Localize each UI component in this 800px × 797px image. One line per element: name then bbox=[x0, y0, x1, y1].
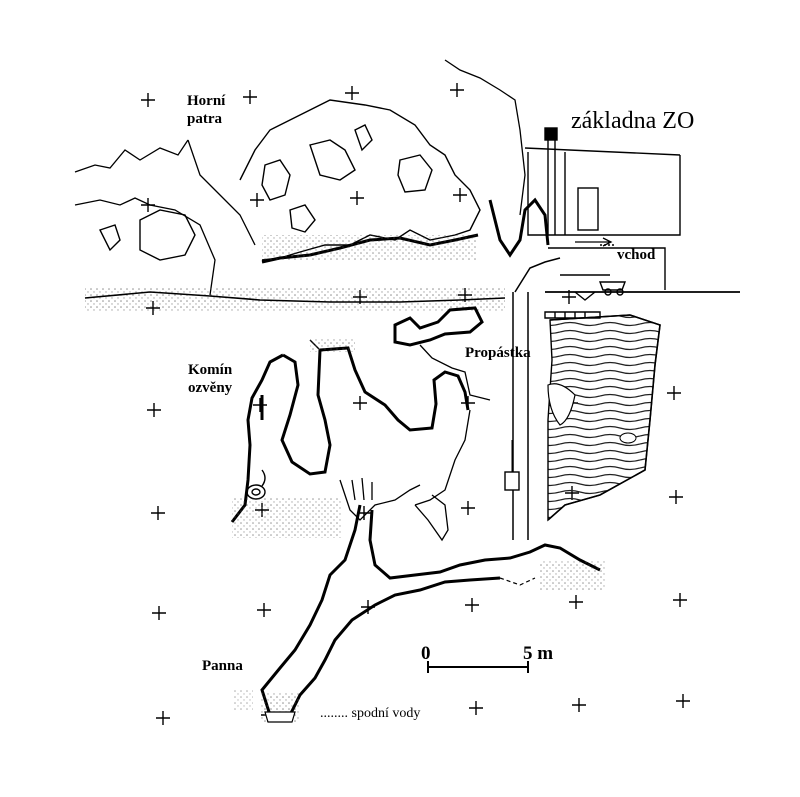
label-panna: Panna bbox=[202, 658, 243, 674]
grid-cross bbox=[453, 188, 467, 202]
scale-bar bbox=[427, 661, 529, 673]
base-station-building bbox=[524, 127, 681, 296]
grid-cross bbox=[243, 90, 257, 104]
grid-cross bbox=[147, 403, 161, 417]
grid-cross bbox=[350, 191, 364, 205]
chimney-stipple bbox=[232, 498, 342, 538]
grid-cross bbox=[156, 711, 170, 725]
abyss-shaft bbox=[512, 257, 561, 540]
label-chimney-2: ozvěny bbox=[188, 380, 233, 396]
label-upper-floors-1: Horní bbox=[187, 93, 226, 109]
grid-cross bbox=[151, 506, 165, 520]
grid-cross bbox=[669, 490, 683, 504]
scale-start-label: 0 bbox=[421, 643, 431, 664]
lower-stipple-1 bbox=[540, 560, 605, 590]
ground-line bbox=[84, 291, 506, 303]
label-abyss: Propástka bbox=[465, 345, 531, 361]
label-chimney-1: Komín bbox=[188, 362, 233, 378]
label-lower-waters: ........ spodní vody bbox=[320, 706, 421, 721]
grid-cross bbox=[345, 86, 359, 100]
grid-cross bbox=[676, 694, 690, 708]
label-upper-floors-2: patra bbox=[187, 111, 222, 127]
grid-cross bbox=[569, 595, 583, 609]
grid-cross bbox=[253, 398, 267, 412]
grid-cross bbox=[152, 606, 166, 620]
surface-terrain bbox=[74, 59, 526, 296]
label-entrance: vchod bbox=[617, 247, 656, 263]
grid-cross bbox=[572, 698, 586, 712]
label-base-station: základna ZO bbox=[571, 108, 695, 134]
upper-floors-stipple bbox=[262, 235, 477, 260]
grid-cross bbox=[141, 93, 155, 107]
entrance-shaft bbox=[544, 291, 601, 319]
entrance-arrow bbox=[575, 237, 613, 247]
middle-thin-lines bbox=[339, 344, 491, 542]
grid-cross bbox=[353, 396, 367, 410]
grid-cross bbox=[465, 598, 479, 612]
grid-cross bbox=[469, 701, 483, 715]
grid-cross bbox=[461, 501, 475, 515]
grid-cross bbox=[250, 193, 264, 207]
grid-cross bbox=[673, 593, 687, 607]
grid-cross bbox=[450, 83, 464, 97]
middle-chambers bbox=[230, 306, 484, 523]
grid-cross bbox=[667, 386, 681, 400]
scale-end-label: 5 m bbox=[523, 643, 554, 664]
lower-passage bbox=[260, 504, 601, 716]
abyss-bucket bbox=[504, 471, 520, 491]
grid-cross bbox=[257, 603, 271, 617]
